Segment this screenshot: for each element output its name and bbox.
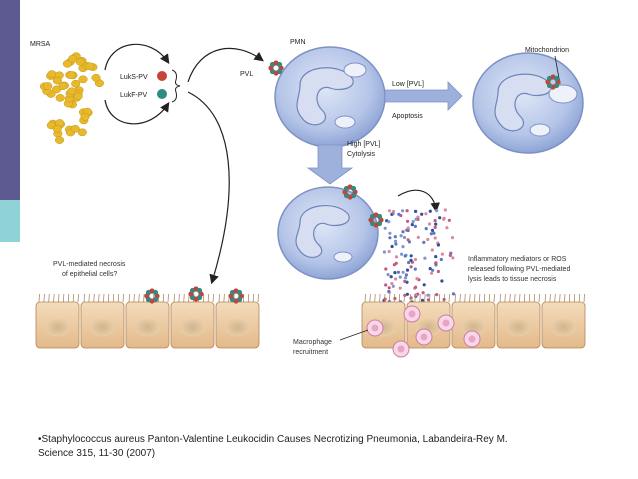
low-pvl-label: Low [PVL] xyxy=(392,81,424,88)
pvl-pore-icon xyxy=(268,60,284,76)
arrow-mrsa-to-luks xyxy=(104,43,170,71)
necrosis-text-line2: of epithelial cells? xyxy=(62,271,117,278)
pvl-mitochondrion-icon xyxy=(545,74,561,90)
inflammatory-text-line3: lysis leads to tissue necrosis xyxy=(468,276,557,283)
lukf-label: LukF-PV xyxy=(120,92,148,99)
mitochondrion-pointer xyxy=(554,55,561,85)
inflammatory-text-line1: Inflammatory mediators or ROS xyxy=(468,256,567,263)
lukf-subunit-icon xyxy=(157,89,167,99)
arrow-toxin-to-epithelium xyxy=(187,91,230,285)
citation: •Staphylococcus aureus Panton-Valentine … xyxy=(38,433,598,461)
lysed-pmn-cell xyxy=(277,186,379,280)
arrow-toxin-to-pmn xyxy=(187,47,264,83)
luks-label: LukS-PV xyxy=(120,74,148,81)
macrophage-label-line1: Macrophage xyxy=(293,339,332,346)
macrophages xyxy=(366,305,481,358)
apoptotic-pmn-cell xyxy=(472,52,584,154)
macrophage-pointer xyxy=(339,329,369,341)
high-pvl-label: High [PVL] xyxy=(347,141,381,148)
mitochondrion-label: Mitochondrion xyxy=(525,47,569,54)
citation-line1: •Staphylococcus aureus Panton-Valentine … xyxy=(38,434,508,445)
apoptosis-label: Apoptosis xyxy=(392,113,423,120)
released-mediators-cloud xyxy=(382,208,456,307)
cytolysis-label: Cytolysis xyxy=(347,151,376,158)
arrow-mrsa-to-lukf xyxy=(104,99,170,125)
pvl-label: PVL xyxy=(240,71,253,78)
low-pvl-arrow xyxy=(384,81,463,111)
mrsa-bacteria-cluster xyxy=(39,52,104,144)
pmn-cell xyxy=(274,46,386,148)
high-pvl-arrow xyxy=(306,144,354,185)
slide-accent-bar-bottom xyxy=(0,200,20,242)
epithelium-left xyxy=(35,293,260,349)
luks-subunit-icon xyxy=(157,71,167,81)
arrow-release xyxy=(397,189,440,213)
inflammatory-text-line2: released following PVL-mediated xyxy=(468,266,570,273)
mrsa-label: MRSA xyxy=(30,41,51,48)
pvl-pore-on-lysed-cell-icon xyxy=(342,184,358,200)
toxin-brace xyxy=(171,69,181,103)
pvl-on-epithelium-icons xyxy=(144,286,244,304)
necrosis-text-line1: PVL-mediated necrosis xyxy=(53,261,126,268)
pmn-label: PMN xyxy=(290,39,306,46)
citation-line2: Science 315, 11-30 (2007) xyxy=(38,448,156,459)
pvl-pore-on-lysed-cell-icon-2 xyxy=(368,212,384,228)
macrophage-label-line2: recruitment xyxy=(293,349,328,356)
slide-accent-bar-top xyxy=(0,0,20,200)
